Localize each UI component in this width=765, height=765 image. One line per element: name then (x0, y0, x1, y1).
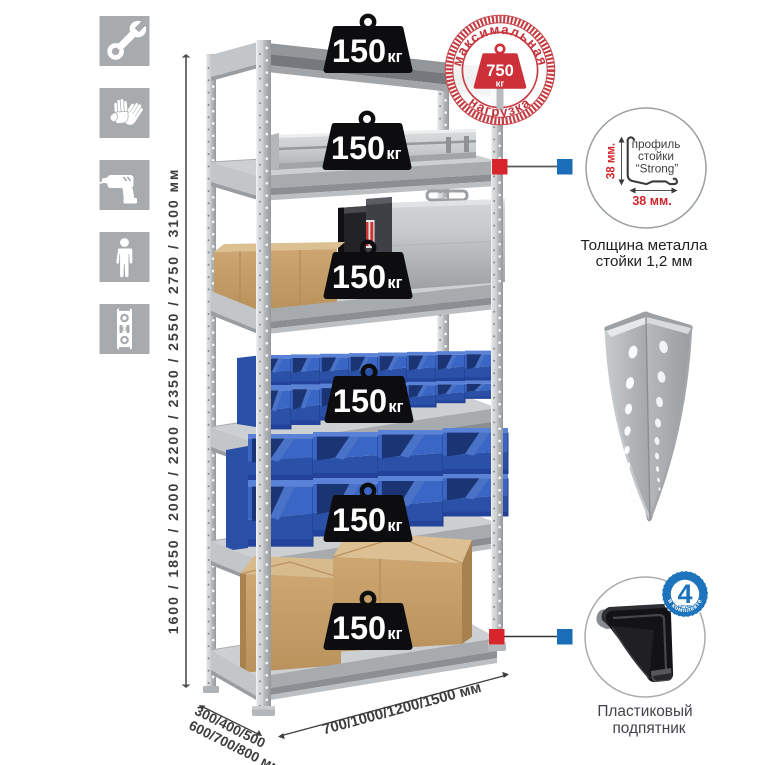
svg-text:150: 150 (332, 502, 386, 538)
svg-text:штуки: штуки (678, 604, 692, 609)
svg-text:Пластиковый: Пластиковый (597, 703, 692, 720)
svg-text:38 мм.: 38 мм. (632, 194, 671, 208)
svg-text:кг: кг (386, 145, 401, 163)
svg-text:38 мм.: 38 мм. (606, 143, 618, 179)
svg-text:700/1000/1200/1500 мм: 700/1000/1200/1500 мм (320, 679, 483, 738)
svg-text:подпятник: подпятник (612, 720, 685, 737)
svg-text:кг: кг (387, 625, 402, 643)
svg-text:150: 150 (333, 383, 387, 419)
svg-text:150: 150 (332, 610, 386, 646)
svg-text:150: 150 (332, 33, 386, 69)
svg-text:кг: кг (387, 48, 402, 66)
svg-text:Толщина металла: Толщина металла (581, 237, 708, 254)
svg-text:150: 150 (332, 259, 386, 295)
svg-text:кг: кг (387, 517, 402, 535)
svg-text:“Strong”: “Strong” (636, 162, 679, 176)
svg-text:1600 / 1850 / 2000 / 2200 / 23: 1600 / 1850 / 2000 / 2200 / 2350 / 2550 … (166, 168, 182, 635)
svg-text:кг: кг (388, 398, 403, 416)
svg-text:150: 150 (331, 130, 385, 166)
svg-text:стойки: стойки (638, 149, 674, 163)
svg-text:750: 750 (486, 62, 514, 80)
svg-text:кг: кг (496, 79, 505, 90)
svg-text:профиль: профиль (632, 137, 681, 151)
svg-text:кг: кг (387, 274, 402, 292)
svg-text:4: 4 (677, 579, 692, 609)
svg-text:стойки 1,2 мм: стойки 1,2 мм (596, 253, 693, 270)
